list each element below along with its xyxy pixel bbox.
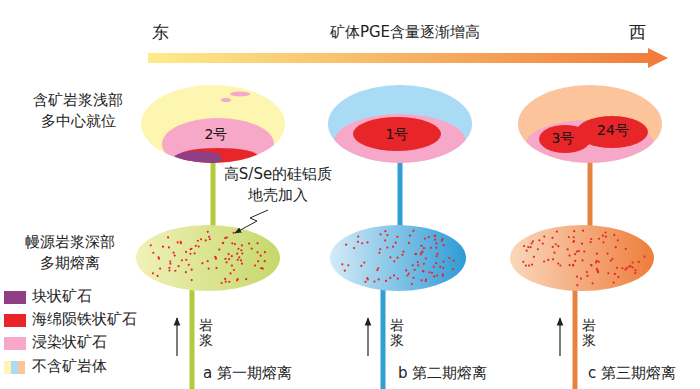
legend-swatch [4, 337, 26, 350]
legend-swatch [4, 314, 26, 327]
legend-text: 不含矿岩体 [32, 357, 107, 375]
level-label: 含矿岩浆浅部 多中心就位 [30, 90, 126, 132]
legend-swatch-multi [4, 361, 25, 374]
direction-label: 西 [629, 22, 646, 43]
magma-label: 岩浆 [199, 318, 213, 349]
ore-body-number: 1号 [386, 126, 409, 142]
ore-bearing-intrusion: 3号 24号 [517, 84, 663, 164]
contamination-arrow [235, 210, 268, 233]
level-label: 幔源岩浆深部 多期熔离 [22, 232, 118, 274]
magma-label: 岩浆 [582, 318, 596, 349]
legend-text: 块状矿石 [32, 287, 92, 305]
gradient-arrow [148, 48, 668, 68]
direction-label: 东 [152, 22, 169, 43]
legend-text: 海绵陨铁状矿石 [32, 310, 137, 328]
magma-ascent-arrow [367, 318, 368, 356]
deep-magma-chamber [136, 225, 280, 291]
legend-swatch [4, 291, 26, 304]
magma-label: 岩浆 [390, 318, 404, 349]
ore-bearing-intrusion: 1号 [327, 84, 473, 164]
intrusion-shape [140, 84, 286, 164]
intrusion-shape [517, 84, 663, 164]
ore-body-number: 2号 [205, 126, 228, 142]
magma-conduit [190, 280, 195, 389]
ore-body-number: 3号 [552, 130, 575, 146]
magma-ascent-arrow [176, 318, 177, 356]
magma-conduit [381, 280, 386, 389]
ore-bearing-intrusion: 2号 [140, 84, 286, 164]
stage-caption: c 第三期熔离 [588, 363, 676, 384]
stage-caption: a 第一期熔离 [203, 363, 292, 384]
intrusion-shape [327, 84, 473, 164]
legend-text: 浸染状矿石 [32, 333, 107, 351]
stage-caption: b 第二期熔离 [398, 363, 487, 384]
contamination-note: 高S/Se的硅铝质 地壳加入 [218, 164, 338, 206]
axis-label: 矿体PGE含量逐渐增高 [330, 22, 480, 43]
magma-conduit [573, 280, 578, 389]
magma-ascent-arrow [559, 318, 560, 356]
sulfide-droplets [522, 230, 645, 287]
deep-magma-chamber [330, 225, 466, 291]
ore-body-number: 24号 [597, 122, 629, 138]
sulfide-droplets [150, 231, 266, 284]
sulfide-droplets [341, 230, 455, 285]
deep-magma-chamber [510, 225, 654, 291]
